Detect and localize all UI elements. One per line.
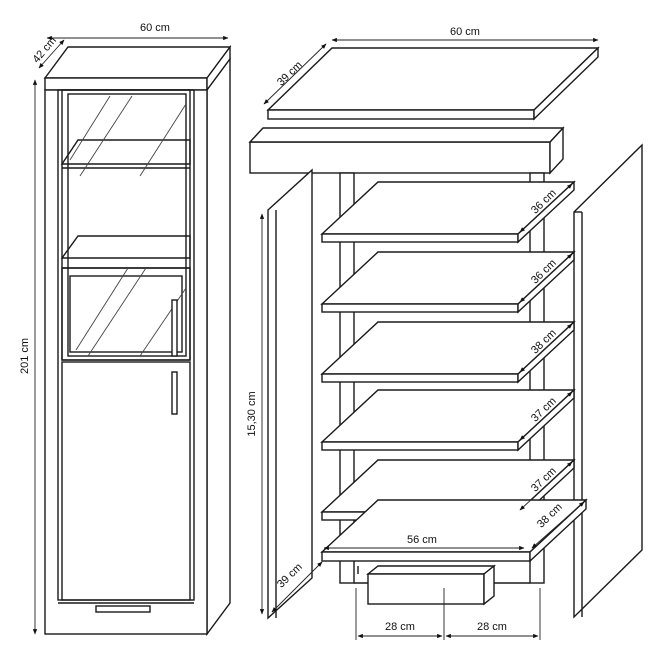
shelf-3-dim-line [519, 323, 573, 373]
plinth-drawer-front [367, 573, 485, 605]
depth-dim-line [38, 39, 65, 69]
crown-beam [249, 141, 551, 174]
drawer-right-label: 28 cm [477, 621, 507, 633]
height-label: 201 cm [19, 338, 31, 374]
top-width-label: 60 cm [450, 26, 480, 38]
drawer-top [366, 565, 496, 575]
top-depth-dim-line [263, 43, 327, 105]
width-label: 60 cm [140, 22, 170, 34]
side-height-label: 15,30 cm [246, 391, 258, 436]
bottom-shelf-dim-line [531, 501, 585, 549]
exploded-cabinet [248, 46, 643, 620]
right-side-panel [573, 143, 643, 619]
cabinet-side-panel [206, 56, 231, 637]
shelf-5-dim-line [519, 461, 573, 511]
cabinet-top-surface [43, 46, 232, 79]
shelf-1-dim-line [519, 183, 573, 233]
shelf-4-dim-line [519, 391, 573, 441]
glass-door-inner [67, 93, 187, 357]
plinth-drawer [95, 605, 151, 613]
shelf-2-dim-line [519, 253, 573, 303]
cabinet-top-edge [44, 77, 208, 91]
bottom-depth-dim-line [271, 561, 323, 613]
glass-door-handle [171, 299, 178, 357]
drawer-left-label: 28 cm [385, 621, 415, 633]
glass-shelf-2 [60, 235, 191, 259]
bottom-width-label: 56 cm [407, 534, 437, 546]
assembled-cabinet [43, 44, 232, 637]
glass-compartment [61, 267, 191, 361]
lower-door-handle [171, 371, 178, 415]
shelves [320, 180, 588, 563]
lower-door [61, 361, 191, 601]
left-side-panel [267, 168, 313, 620]
top-plate-edge [267, 109, 535, 120]
